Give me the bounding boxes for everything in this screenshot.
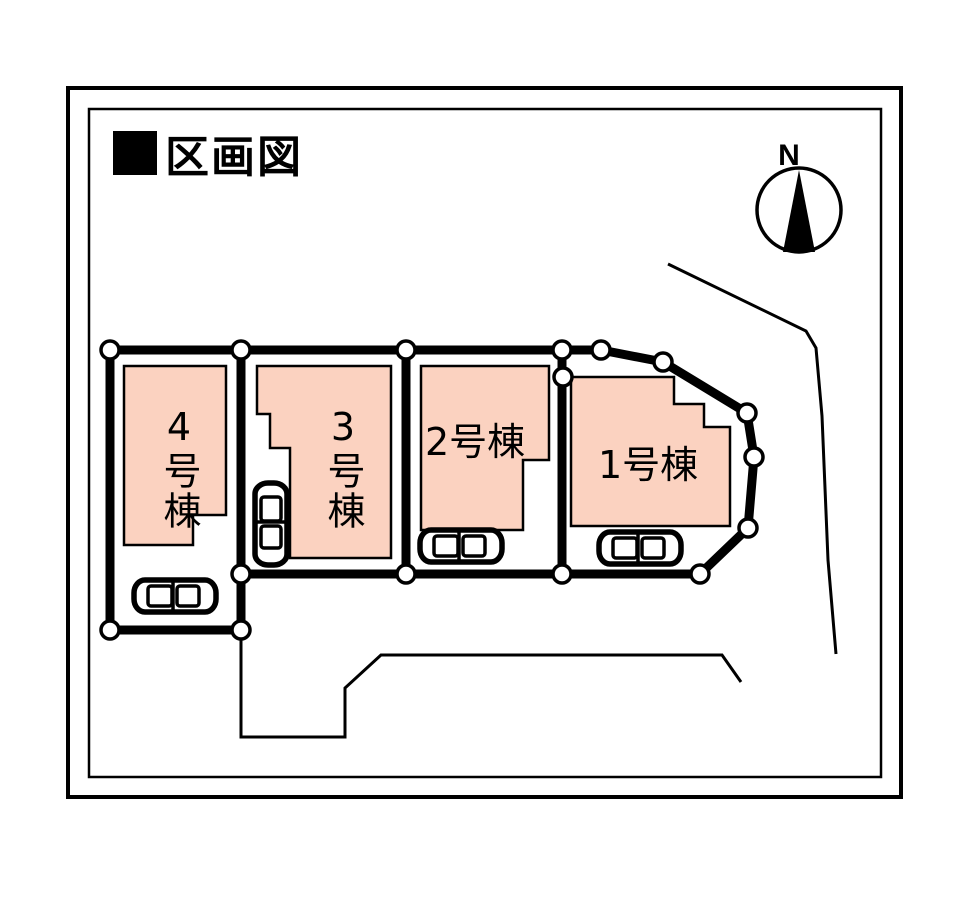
lot-3[interactable]: 3号棟 xyxy=(236,345,411,579)
survey-marker xyxy=(743,446,765,468)
survey-marker xyxy=(689,563,711,585)
lot-4[interactable]: 4号棟 xyxy=(105,345,246,635)
survey-marker xyxy=(736,402,758,424)
compass-rose: N xyxy=(755,139,843,254)
survey-marker xyxy=(551,339,573,361)
title-bullet-icon xyxy=(113,131,157,175)
survey-marker xyxy=(230,563,252,585)
compass-north-label: N xyxy=(778,139,800,172)
north-arrow-icon xyxy=(783,170,815,252)
survey-marker xyxy=(99,619,121,641)
road-south xyxy=(239,630,743,739)
frame-inner-border xyxy=(87,107,883,779)
survey-marker xyxy=(652,351,674,373)
car-lot-4-icon xyxy=(131,577,219,615)
lot-4-building xyxy=(122,364,228,547)
survey-marker xyxy=(99,339,121,361)
lot-2[interactable]: 2号棟 xyxy=(401,345,567,579)
lot-3-label: 3号棟 xyxy=(321,405,365,531)
lot-2-label: 2号棟 xyxy=(425,420,525,464)
survey-marker xyxy=(230,339,252,361)
survey-marker xyxy=(395,339,417,361)
survey-markers xyxy=(99,339,765,641)
lot-1[interactable]: 1号棟 xyxy=(557,345,759,579)
car-lot-1-icon xyxy=(596,529,684,567)
survey-marker xyxy=(552,366,574,388)
lot-1-building xyxy=(569,375,732,528)
frame-outer-border xyxy=(66,86,903,799)
lot-1-label: 1号棟 xyxy=(598,443,698,487)
survey-marker xyxy=(590,339,612,361)
car-lot-3-icon xyxy=(252,480,290,568)
lot-3-building xyxy=(255,364,393,560)
lot-4-label: 4号棟 xyxy=(157,405,201,531)
road-east xyxy=(667,262,838,655)
survey-marker xyxy=(395,563,417,585)
page-title: 区画図 xyxy=(165,132,303,183)
survey-marker xyxy=(230,619,252,641)
survey-marker xyxy=(551,563,573,585)
survey-marker xyxy=(737,517,759,539)
car-lot-2-icon xyxy=(417,527,505,565)
